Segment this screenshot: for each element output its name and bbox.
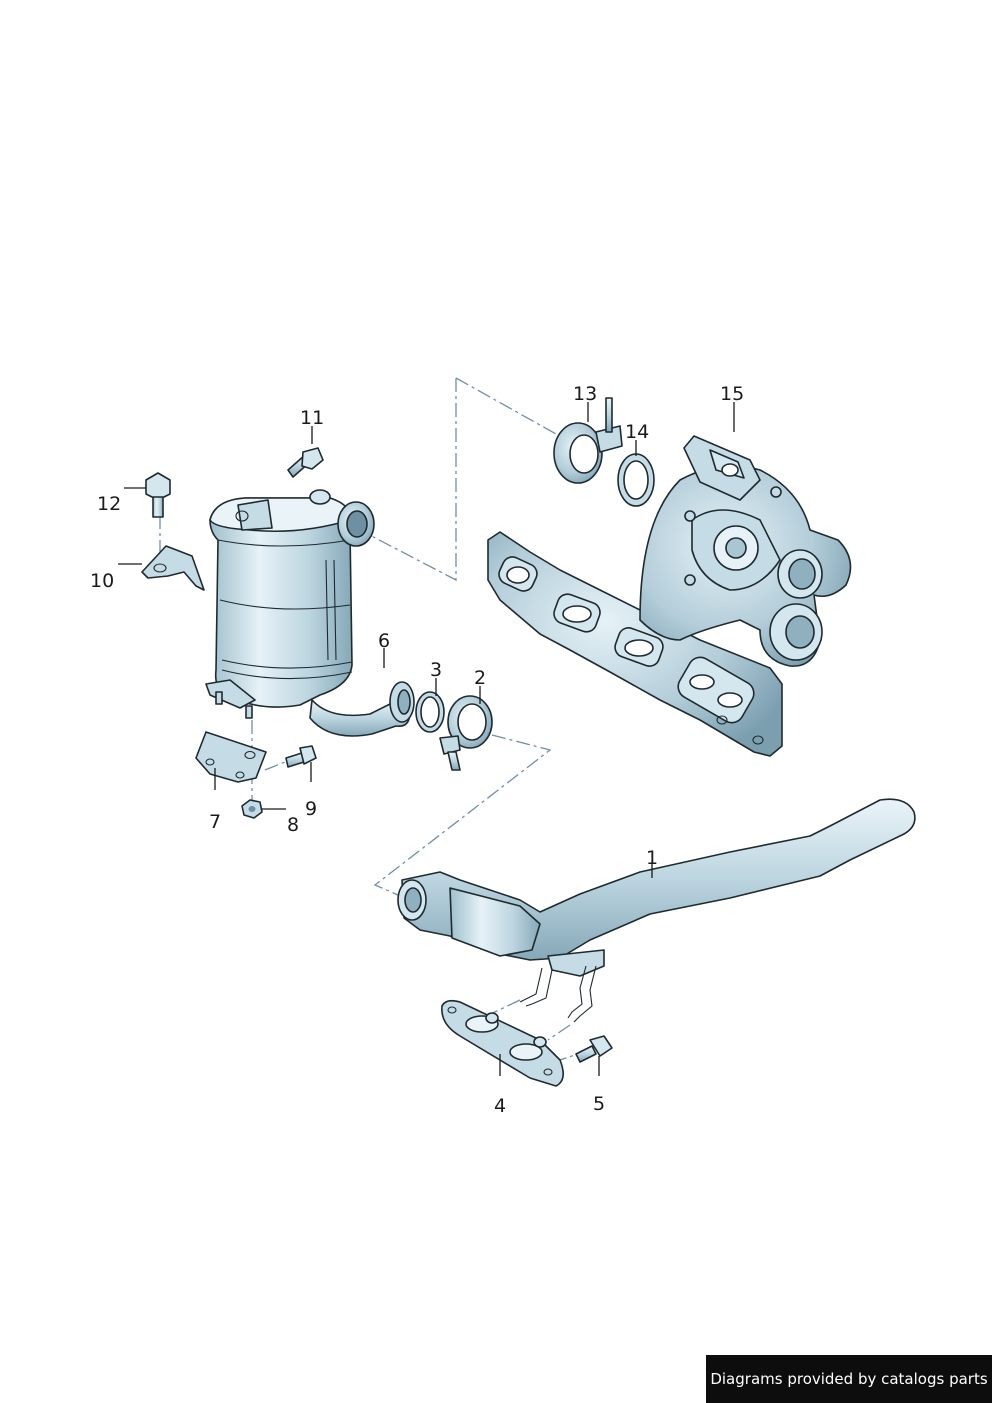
clamp-13 <box>553 397 623 484</box>
callout-3: 3 <box>430 659 442 681</box>
footer-credit: Diagrams provided by catalogs parts <box>706 1355 992 1403</box>
clamp-2 <box>439 695 493 771</box>
callout-13: 13 <box>573 383 597 405</box>
footer-credit-text: Diagrams provided by catalogs parts <box>710 1370 988 1388</box>
manifold-turbocharger-15 <box>487 435 852 757</box>
flange-gasket-4 <box>441 999 564 1087</box>
callout-12: 12 <box>97 493 121 515</box>
callout-5: 5 <box>593 1093 605 1115</box>
callout-6: 6 <box>378 630 390 652</box>
callout-14: 14 <box>625 421 649 443</box>
bolt-5 <box>575 1035 613 1063</box>
bolt-9 <box>285 745 317 768</box>
seal-ring-14 <box>617 453 655 507</box>
callout-labels: 1 2 3 4 5 6 7 8 9 10 11 12 13 14 15 <box>90 383 744 1117</box>
front-exhaust-pipe-1 <box>397 798 916 1023</box>
callout-10: 10 <box>90 570 114 592</box>
callout-4: 4 <box>494 1095 506 1117</box>
leader-lines <box>118 402 735 1076</box>
callout-2: 2 <box>474 667 486 689</box>
callout-7: 7 <box>209 811 221 833</box>
bolt-11 <box>287 447 324 478</box>
callout-11: 11 <box>300 407 324 429</box>
bolt-12 <box>145 472 171 518</box>
filter-outlet-pipe <box>309 681 415 737</box>
bracket-10 <box>141 545 205 591</box>
particulate-filter-6 <box>205 489 375 719</box>
nut-8 <box>241 799 263 819</box>
callout-8: 8 <box>287 814 299 836</box>
seal-ring-3 <box>415 691 445 733</box>
bracket-7 <box>195 731 267 783</box>
callout-9: 9 <box>305 798 317 820</box>
callout-15: 15 <box>720 383 744 405</box>
callout-1: 1 <box>646 847 658 869</box>
